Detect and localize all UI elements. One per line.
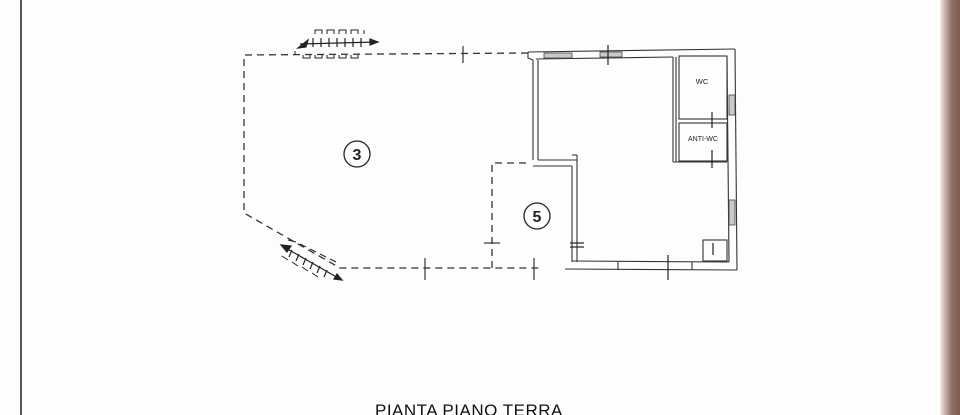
room-marker-3: 3 xyxy=(343,140,371,168)
svg-text:3: 3 xyxy=(353,147,362,164)
room-marker-5: 5 xyxy=(523,202,551,230)
dashed-outline-area-3 xyxy=(243,52,540,269)
building-walls xyxy=(527,48,738,271)
svg-text:5: 5 xyxy=(533,209,542,226)
room-label-anti-wc: ANTI-WC xyxy=(688,136,718,143)
paper-binding-edge xyxy=(940,0,960,415)
windows xyxy=(543,51,736,226)
sheet-border xyxy=(20,0,22,415)
door-ticks xyxy=(570,45,714,280)
stair-arrow-bottom-icon xyxy=(279,239,344,281)
stair-arrow-top-icon xyxy=(294,29,380,59)
room-label-wc: WC xyxy=(696,77,709,86)
dimension-ticks xyxy=(424,46,535,280)
drawing-title: PIANTA PIANO TERRA xyxy=(375,401,563,415)
